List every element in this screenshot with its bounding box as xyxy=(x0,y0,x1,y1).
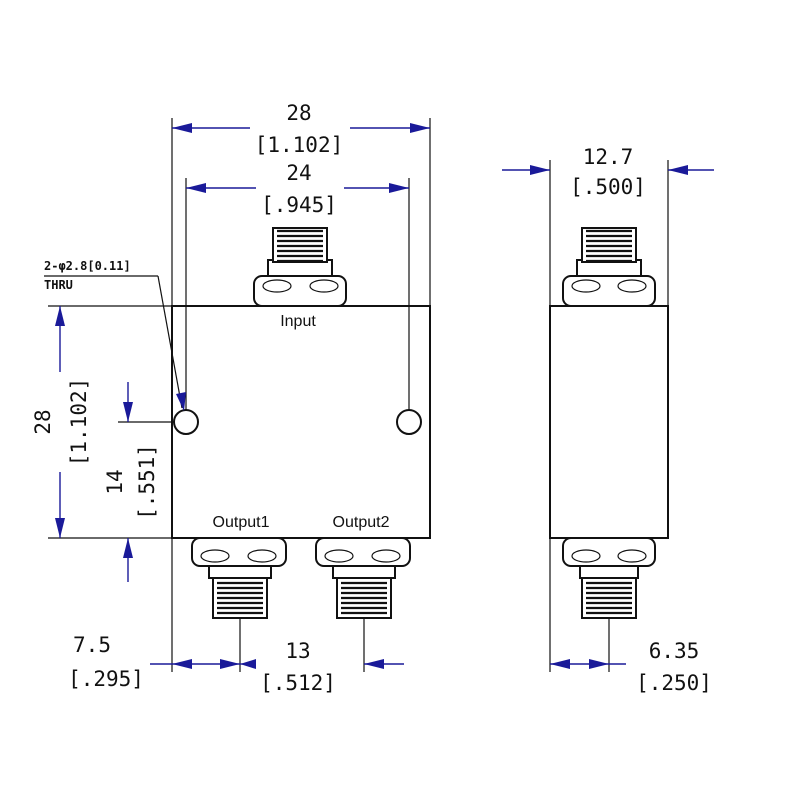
dim-overall-width: 28 [1.102] xyxy=(172,101,430,157)
dim-output-spacing-inch: [.512] xyxy=(260,671,336,695)
input-label: Input xyxy=(280,313,316,330)
dim-output1-offset-mm: 7.5 xyxy=(73,633,111,657)
side-view: 12.7 [.500] 6.35 [.250] xyxy=(502,145,714,695)
dim-output-spacing-mm: 13 xyxy=(285,639,310,663)
dim-hole-spacing-inch: [.945] xyxy=(261,193,337,217)
dim-hole-spacing-mm: 24 xyxy=(286,161,311,185)
output2-connector xyxy=(315,537,411,619)
output1-connector xyxy=(191,537,287,619)
mounting-hole-left xyxy=(173,409,199,435)
side-top-connector xyxy=(562,227,656,307)
dim-depth-mm: 12.7 xyxy=(583,145,634,169)
dim-output1-offset-inch: [.295] xyxy=(68,667,144,691)
dim-depth-inch: [.500] xyxy=(570,175,646,199)
dim-hole-spacing: 24 [.945] xyxy=(186,161,409,217)
dim-overall-height-inch: [1.102] xyxy=(67,378,91,467)
dim-depth: 12.7 [.500] xyxy=(502,145,714,199)
hole-callout: 2-φ2.8[0.11] THRU xyxy=(44,259,186,411)
dim-hole-height-mm: 14 xyxy=(103,469,127,494)
input-connector xyxy=(253,227,347,307)
side-bottom-connector xyxy=(562,537,656,619)
dim-side-connector-offset: 6.35 [.250] xyxy=(550,639,712,695)
dim-overall-height: 28 [1.102] xyxy=(31,306,91,538)
mounting-hole-right xyxy=(396,409,422,435)
dim-hole-height-inch: [.551] xyxy=(135,444,159,520)
dim-side-offset-mm: 6.35 xyxy=(649,639,700,663)
output1-label: Output1 xyxy=(213,514,270,531)
dim-side-offset-inch: [.250] xyxy=(636,671,712,695)
dim-overall-width-mm: 28 xyxy=(286,101,311,125)
dim-output1-offset: 7.5 [.295] xyxy=(68,633,240,691)
dim-output-spacing: 13 [.512] xyxy=(240,639,404,695)
output2-label: Output2 xyxy=(333,514,390,531)
front-view: Input Output1 Output2 28 [1.102] 24 xyxy=(31,101,431,695)
hole-spec: 2-φ2.8[0.11] xyxy=(44,259,131,273)
hole-type: THRU xyxy=(44,278,73,292)
dim-overall-width-inch: [1.102] xyxy=(255,133,344,157)
dim-hole-height: 14 [.551] xyxy=(103,382,159,582)
device-body xyxy=(171,305,431,539)
dim-overall-height-mm: 28 xyxy=(31,409,55,434)
side-body xyxy=(549,305,669,539)
